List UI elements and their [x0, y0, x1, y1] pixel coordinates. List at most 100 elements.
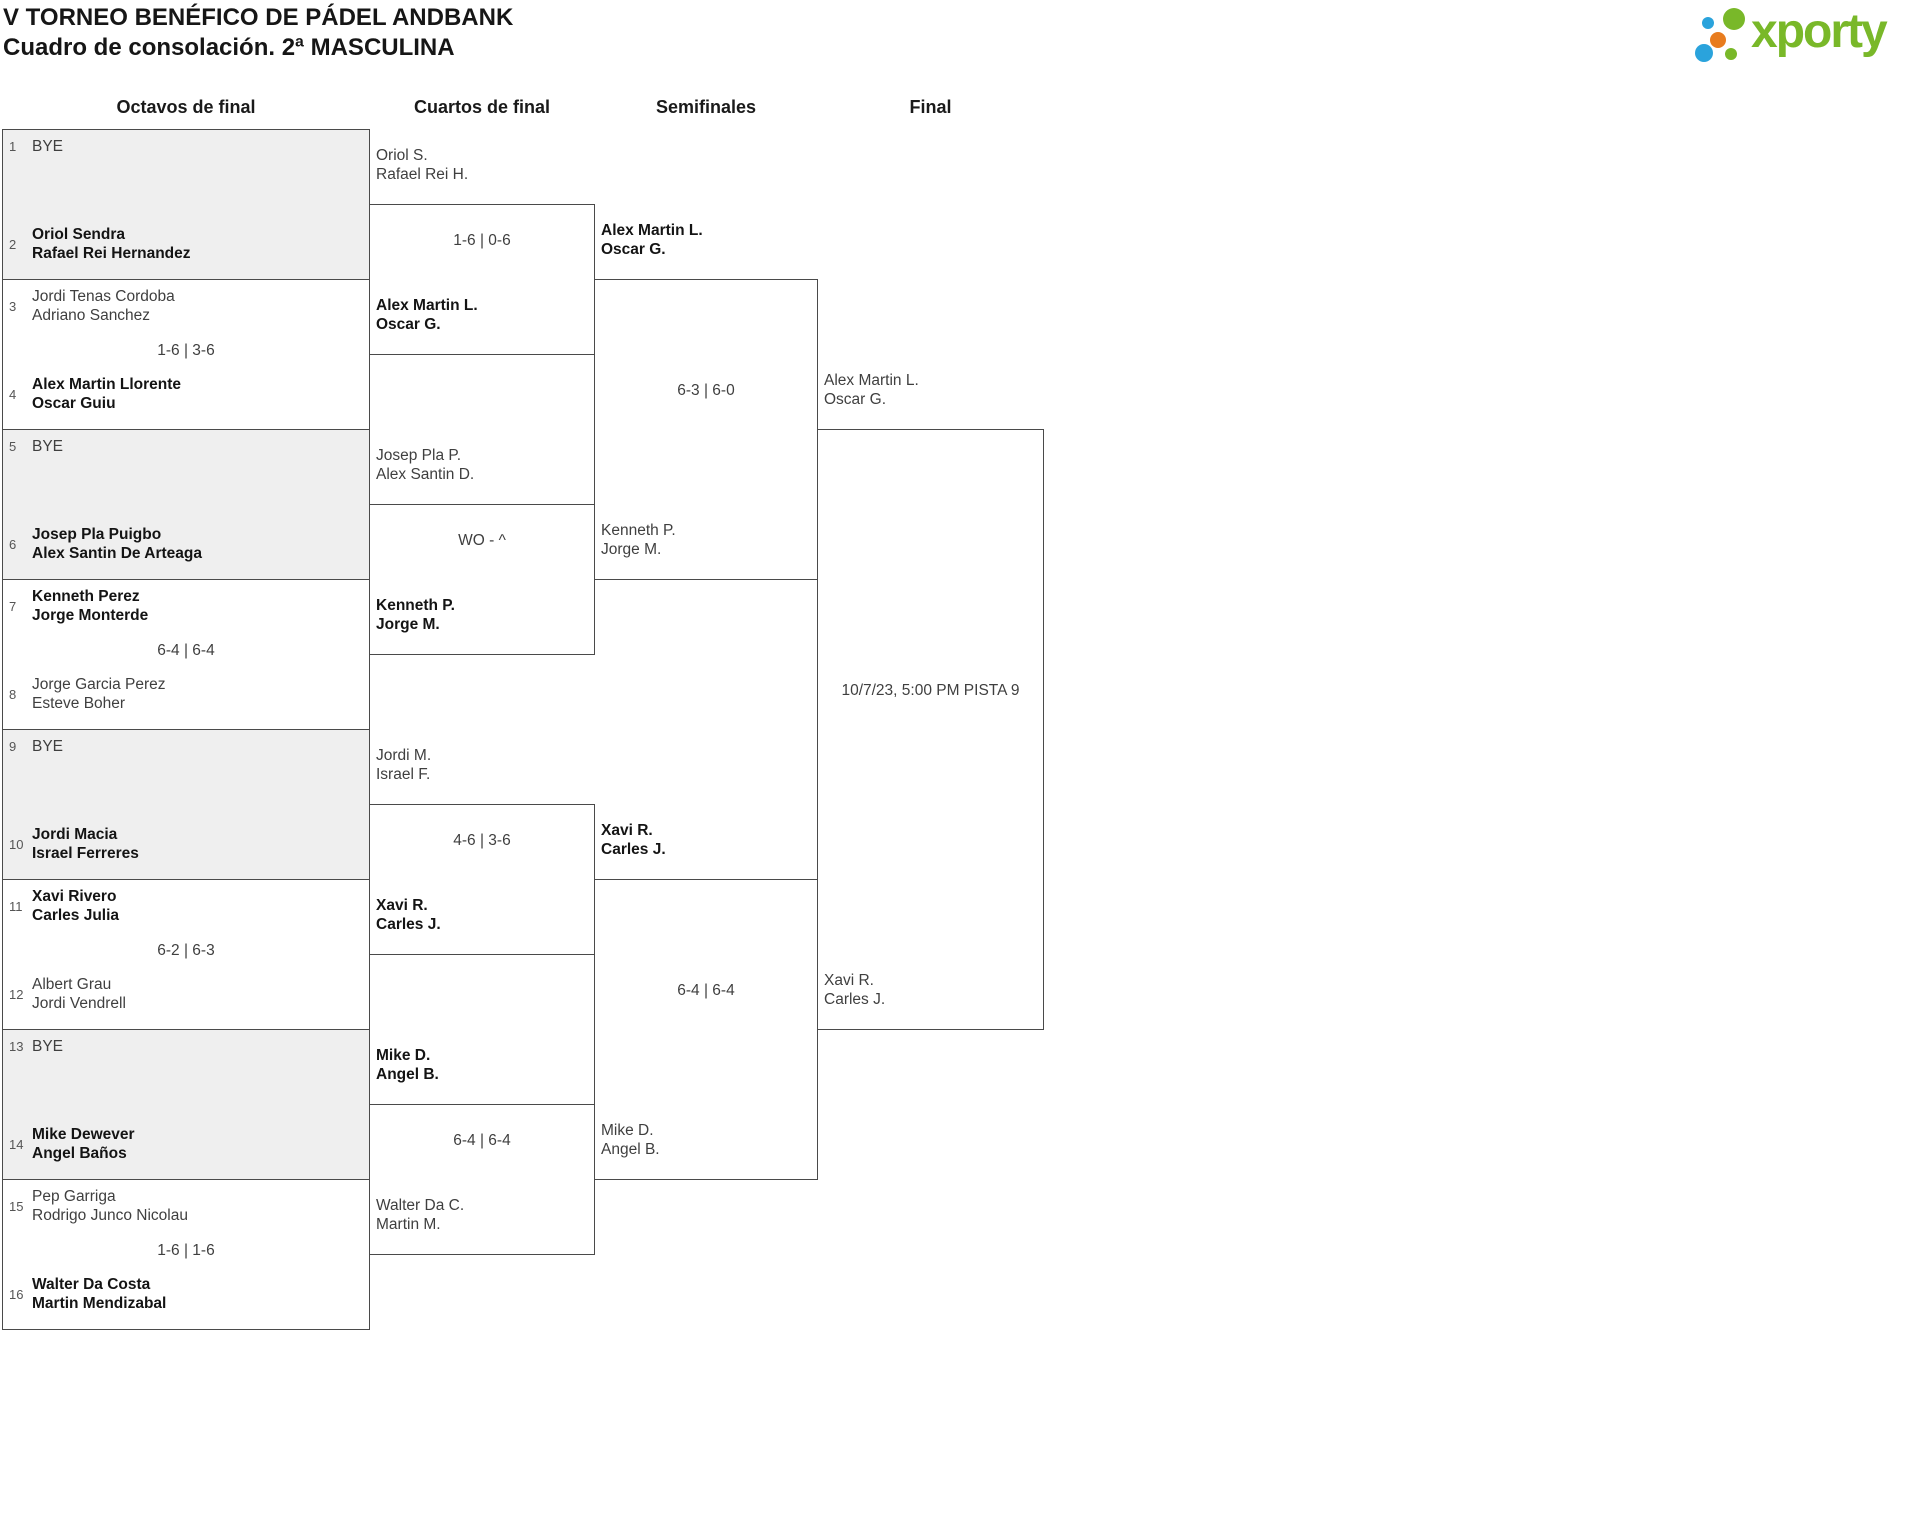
- player-name: Walter Da Costa: [32, 1276, 151, 1293]
- final-schedule: 10/7/23, 5:00 PM PISTA 9: [841, 682, 1020, 699]
- pair-name: BYE: [32, 1037, 63, 1056]
- pair-name: BYE: [32, 437, 63, 456]
- octavos-match-5: 9 BYE 10 Jordi Macia Israel Ferreres: [3, 730, 369, 880]
- logo-dot-orange: [1710, 32, 1726, 48]
- logo-dot-blue-large: [1695, 44, 1713, 62]
- match-slot: 15 Pep Garriga Rodrigo Junco Nicolau: [9, 1187, 365, 1225]
- pair-label: Alex Martin L. Oscar G.: [601, 221, 815, 259]
- player-name: Oriol Sendra: [32, 226, 126, 243]
- match-score: 6-3 | 6-0: [677, 382, 735, 399]
- pair-label: Kenneth P. Jorge M.: [601, 521, 815, 559]
- match-score: 6-4 | 6-4: [453, 1132, 511, 1149]
- match-slot: 7 Kenneth Perez Jorge Monterde: [9, 587, 365, 625]
- seed-number: 3: [9, 298, 17, 314]
- pair-name: BYE: [32, 137, 63, 156]
- pair-name: Jordi Tenas Cordoba Adriano Sanchez: [32, 287, 175, 325]
- match-score: 6-4 | 6-4: [677, 982, 735, 999]
- player-name: Jordi Vendrell: [32, 995, 126, 1012]
- player-name: BYE: [32, 738, 64, 755]
- seed-number: 16: [9, 1286, 24, 1302]
- player-name: Josep Pla Puigbo: [32, 526, 162, 543]
- player-name: Xavi R.: [376, 897, 428, 914]
- player-name: Alex Martin L.: [824, 372, 919, 389]
- pair-name: Albert Grau Jordi Vendrell: [32, 975, 126, 1013]
- player-name: Adriano Sanchez: [32, 307, 151, 324]
- player-name: Xavi Rivero: [32, 888, 117, 905]
- player-name: Israel F.: [376, 766, 431, 783]
- player-name: Esteve Boher: [32, 695, 126, 712]
- pair-label: Mike D. Angel B.: [601, 1121, 815, 1159]
- final-match-box: [817, 429, 1044, 1030]
- player-name: Mike Dewever: [32, 1126, 135, 1143]
- seed-number: 10: [9, 836, 24, 852]
- match-score: 1-6 | 3-6: [157, 342, 215, 359]
- match-score: WO - ^: [458, 532, 506, 549]
- octavos-match-2: 3 Jordi Tenas Cordoba Adriano Sanchez 1-…: [3, 280, 369, 430]
- pair-label: Oriol S. Rafael Rei H.: [376, 146, 590, 184]
- seed-number: 7: [9, 598, 17, 614]
- pair-label: Xavi R. Carles J.: [824, 971, 1038, 1009]
- player-name: Alex Martin Llorente: [32, 376, 181, 393]
- seed-number: 5: [9, 439, 17, 454]
- player-name: Josep Pla P.: [376, 447, 462, 464]
- seed-number: 9: [9, 739, 17, 754]
- pair-name: Pep Garriga Rodrigo Junco Nicolau: [32, 1187, 188, 1225]
- match-slot: 9 BYE: [9, 737, 365, 756]
- seed-number: 8: [9, 686, 17, 702]
- player-name: Jordi M.: [376, 747, 432, 764]
- seed-number: 4: [9, 386, 17, 402]
- round-header-cuartos: Cuartos de final: [413, 97, 551, 117]
- logo-dot-blue-small: [1702, 17, 1714, 29]
- octavos-match-8: 15 Pep Garriga Rodrigo Junco Nicolau 1-6…: [3, 1180, 369, 1329]
- round-header-semifinales: Semifinales: [655, 97, 757, 117]
- player-name: Carles Julia: [32, 907, 120, 924]
- player-name: Xavi R.: [601, 822, 653, 839]
- octavos-match-7: 13 BYE 14 Mike Dewever Angel Baños: [3, 1030, 369, 1180]
- player-name: Oscar G.: [601, 241, 666, 258]
- player-name: Mike D.: [601, 1122, 654, 1139]
- match-slot: 12 Albert Grau Jordi Vendrell: [9, 975, 365, 1013]
- player-name: Oriol S.: [376, 147, 428, 164]
- match-slot: 6 Josep Pla Puigbo Alex Santin De Arteag…: [9, 525, 365, 563]
- pair-label: Alex Martin L. Oscar G.: [824, 371, 1038, 409]
- player-name: Alex Santin De Arteaga: [32, 545, 202, 562]
- seed-number: 6: [9, 536, 17, 552]
- player-name: BYE: [32, 138, 64, 155]
- match-slot: 2 Oriol Sendra Rafael Rei Hernandez: [9, 225, 365, 263]
- xporty-logo[interactable]: xporty: [1685, 2, 1920, 74]
- pair-label: Mike D. Angel B.: [376, 1046, 590, 1084]
- logo-dot-green-small: [1725, 48, 1737, 60]
- logo-dot-green-large: [1723, 8, 1745, 30]
- player-name: Carles J.: [376, 916, 441, 933]
- pair-name: Oriol Sendra Rafael Rei Hernandez: [32, 225, 191, 263]
- page-title: V TORNEO BENÉFICO DE PÁDEL ANDBANK: [3, 4, 514, 31]
- player-name: Oscar G.: [824, 391, 887, 408]
- player-name: Alex Santin D.: [376, 466, 475, 483]
- player-name: Jordi Macia: [32, 826, 118, 843]
- pair-label: Alex Martin L. Oscar G.: [376, 296, 590, 334]
- octavos-match-1: 1 BYE 2 Oriol Sendra Rafael Rei Hernande…: [3, 130, 369, 280]
- pair-name: Josep Pla Puigbo Alex Santin De Arteaga: [32, 525, 202, 563]
- player-name: Alex Martin L.: [601, 222, 703, 239]
- seed-number: 12: [9, 986, 24, 1002]
- pair-name: Mike Dewever Angel Baños: [32, 1125, 135, 1163]
- player-name: Jorge Monterde: [32, 607, 149, 624]
- player-name: Alex Martin L.: [376, 297, 478, 314]
- pair-name: Kenneth Perez Jorge Monterde: [32, 587, 148, 625]
- pair-name: Alex Martin Llorente Oscar Guiu: [32, 375, 181, 413]
- seed-number: 13: [9, 1039, 24, 1054]
- match-slot: 11 Xavi Rivero Carles Julia: [9, 887, 365, 925]
- match-slot: 10 Jordi Macia Israel Ferreres: [9, 825, 365, 863]
- match-slot: 8 Jorge Garcia Perez Esteve Boher: [9, 675, 365, 713]
- round-header-final: Final: [909, 97, 952, 117]
- match-score: 6-4 | 6-4: [157, 642, 215, 659]
- player-name: Albert Grau: [32, 976, 112, 993]
- pair-label: Kenneth P. Jorge M.: [376, 596, 590, 634]
- seed-number: 11: [9, 898, 23, 914]
- match-slot: 14 Mike Dewever Angel Baños: [9, 1125, 365, 1163]
- octavos-match-6: 11 Xavi Rivero Carles Julia 6-2 | 6-3 12…: [3, 880, 369, 1030]
- match-slot: 1 BYE: [9, 137, 365, 156]
- player-name: Kenneth P.: [376, 597, 455, 614]
- pair-name: Xavi Rivero Carles Julia: [32, 887, 119, 925]
- octavos-column: 1 BYE 2 Oriol Sendra Rafael Rei Hernande…: [2, 129, 370, 1330]
